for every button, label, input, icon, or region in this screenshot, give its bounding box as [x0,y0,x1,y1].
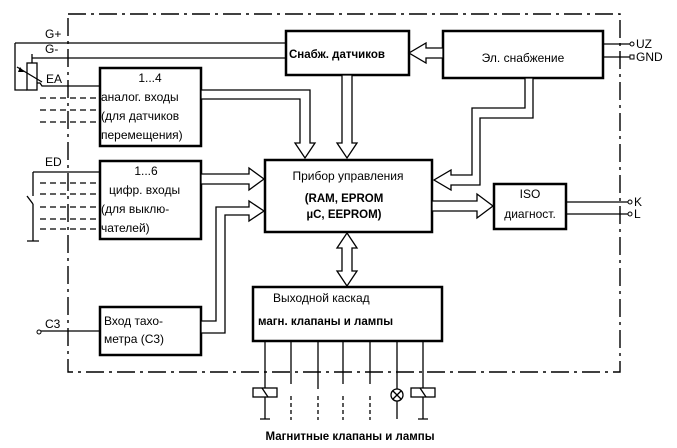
digital-inputs-count: 1...6 [134,164,158,178]
tacho-input-label-2: метра (С3) [104,332,164,346]
digital-inputs-desc-2: чателей) [101,221,150,235]
arrow-tacho-to-control [200,199,266,334]
terminal-label-ea: EA [46,72,62,86]
terminal-label-k: K [634,195,642,209]
control-unit-mem-1: (RAM, EPROM [305,193,384,205]
arrow-digital-to-control [200,166,266,192]
control-unit-block [263,158,434,234]
solenoid-valve-icon [252,387,278,420]
terminal-label-g-minus: G- [45,42,58,56]
output-caption: Магнитные клапаны и лампы [265,431,434,443]
terminal-label-gnd: GND [636,50,663,64]
terminal-label-c3: С3 [45,317,61,331]
analog-inputs-desc-1: (для датчиков [101,109,179,123]
housing-border [67,13,621,373]
arrow-analog-to-control [200,89,317,160]
arrow-control-to-iso [431,192,495,220]
terminal-uz-icon[interactable] [629,41,635,47]
arrow-control-output-bidirectional [335,231,359,288]
digital-inputs-desc-1: (для выклю- [101,202,169,216]
tacho-input-label-1: Вход тахо- [104,314,163,328]
power-supply-block [441,29,605,80]
control-unit-mem-2: µC, EEPROM) [307,209,382,221]
wire-g-plus-down [14,43,27,91]
output-wires [264,341,424,420]
output-stage-subtitle: магн. клапаны и лампы [258,316,393,328]
lamp-icon [390,388,404,419]
iso-diag-label: диагност. [504,207,556,221]
switch-icon [26,171,100,242]
terminal-label-ed: ED [45,155,62,169]
terminal-k-icon[interactable] [627,199,633,205]
arrow-power-to-sensor-supply [407,41,444,65]
control-unit-title: Прибор управления [292,169,403,183]
terminal-l-icon[interactable] [627,211,633,217]
analog-inputs-label: аналог. входы [101,90,179,104]
terminal-label-l: L [634,207,641,221]
potentiometer-icon [16,54,100,91]
output-stage-block [251,285,444,343]
solenoid-valve-icon [410,387,436,420]
analog-inputs-desc-2: перемещения) [101,128,183,142]
analog-inputs-count: 1...4 [138,71,162,85]
analog-inputs-block [98,66,203,148]
arrow-sensor-supply-to-control [335,74,359,160]
terminal-label-uz: UZ [636,37,652,51]
power-supply-label: Эл. снабжение [482,51,565,65]
tacho-input-block [98,305,203,357]
terminal-c3-icon[interactable] [36,329,42,335]
iso-diagnostics-block [492,182,568,231]
iso-label: ISO [520,187,541,201]
digital-inputs-block [98,159,203,241]
digital-inputs-label: цифр. входы [109,183,180,197]
arrow-power-to-control [432,77,534,192]
sensor-supply-label: Снабж. датчиков [289,49,385,61]
output-stage-title: Выходной каскад [273,291,370,305]
terminal-gnd-icon[interactable] [629,54,635,60]
terminal-label-g-plus: G+ [45,27,61,41]
